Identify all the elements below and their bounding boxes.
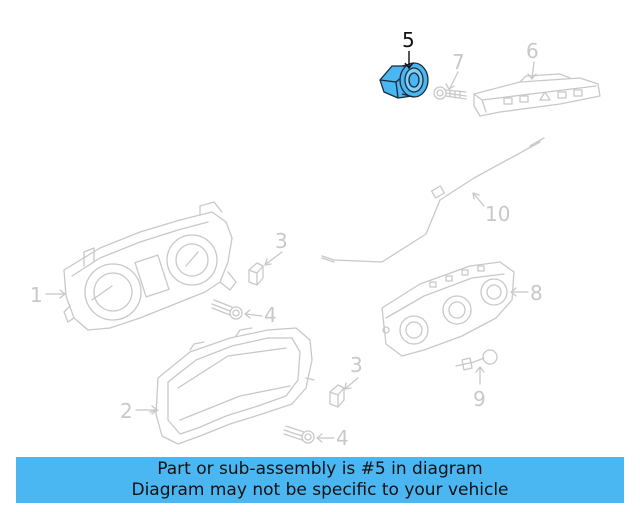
part-8-climate-panel	[381, 261, 515, 357]
part-4-screw-upper	[211, 299, 243, 320]
callout-6: 6	[526, 39, 539, 63]
part-5-leader	[404, 51, 414, 70]
part-2-cluster-lens	[149, 327, 315, 445]
callout-9: 9	[473, 387, 486, 411]
leader-lines	[45, 61, 537, 443]
part-4-screw-lower	[283, 425, 315, 444]
part-6-switch-panel	[473, 73, 601, 117]
part-5-switch-knob[interactable]	[379, 62, 429, 99]
part-10-cable	[321, 137, 545, 263]
callout-3-lower: 3	[350, 353, 363, 377]
callout-7: 7	[452, 50, 465, 74]
callout-8: 8	[530, 281, 543, 305]
part-1-instrument-cluster	[63, 201, 237, 331]
callout-2: 2	[120, 399, 133, 423]
callout-10: 10	[485, 202, 511, 226]
callout-1: 1	[30, 283, 43, 307]
banner-line-1: Part or sub-assembly is #5 in diagram	[157, 459, 483, 479]
callout-4-lower: 4	[336, 426, 349, 450]
part-3-bracket-lower	[329, 384, 345, 408]
info-banner: Part or sub-assembly is #5 in diagram Di…	[16, 457, 624, 503]
callout-4-upper: 4	[264, 303, 277, 327]
part-3-bracket-upper	[248, 262, 264, 286]
callout-5[interactable]: 5	[402, 28, 415, 52]
banner-line-2: Diagram may not be specific to your vehi…	[131, 480, 509, 500]
part-9-bulb-socket	[455, 349, 498, 371]
part-7-screw	[433, 86, 467, 100]
callout-3-upper: 3	[275, 229, 288, 253]
